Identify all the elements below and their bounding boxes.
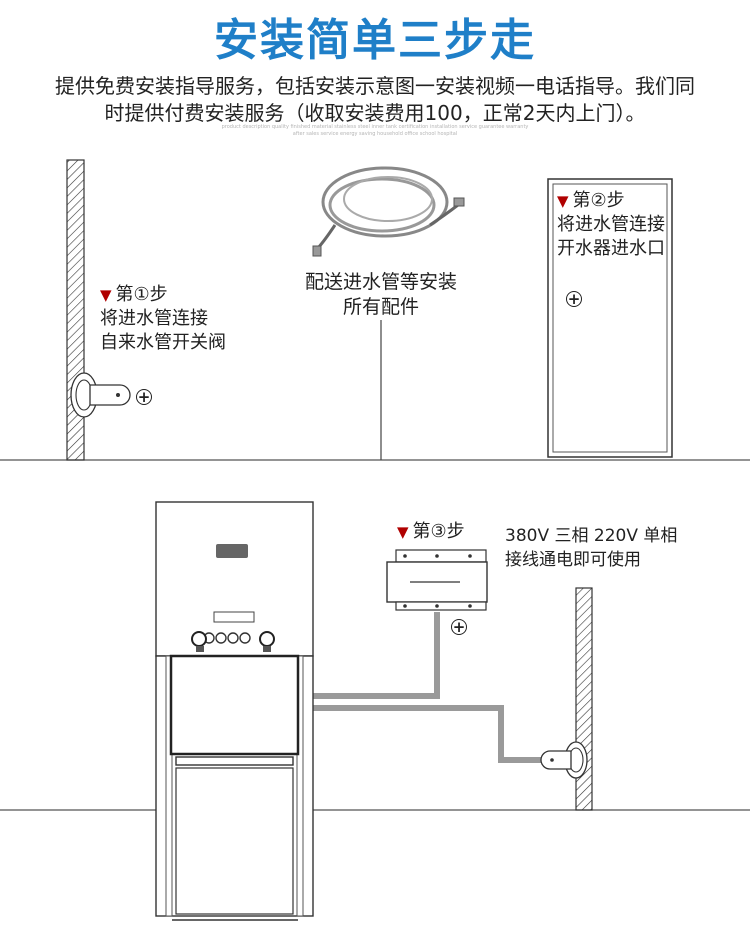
plus-circle-icon: + [451, 618, 467, 636]
fine-print-line-2: after sales service energy saving househ… [292, 131, 458, 137]
triangle-down-icon: ▼ [100, 286, 112, 304]
step2-line-1: 将进水管连接 [557, 214, 665, 235]
step1-heading: 第①步 [115, 284, 168, 305]
step1-line-2: 自来水管开关阀 [100, 332, 226, 353]
step2-label: ▼第②步 将进水管连接 开水器进水口 [557, 189, 665, 261]
page-title: 安装简单三步走 [214, 15, 536, 66]
boiler-cabinet [155, 501, 314, 921]
power-cable [312, 612, 555, 763]
fine-print-line-1: product description quality finished mat… [221, 124, 529, 130]
step1-heading-row: ▼第①步 [100, 283, 226, 307]
fine-print: product description quality finished mat… [0, 124, 750, 138]
step3-heading: 第③步 [412, 521, 465, 542]
tap-valve [70, 372, 131, 418]
plus-circle-icon: + [136, 388, 152, 406]
triangle-down-icon: ▼ [397, 523, 409, 541]
step2-line-2: 开水器进水口 [557, 238, 665, 259]
intro-line-1: 提供免费安装指导服务，包括安装示意图一安装视频一电话指导。我们同 [55, 74, 695, 98]
hose-caption: 配送进水管等安装 所有配件 [281, 270, 481, 320]
step3-label: ▼第③步 [397, 520, 465, 544]
hose-coil [312, 166, 465, 257]
triangle-down-icon: ▼ [557, 192, 569, 210]
plus-circle-icon: + [566, 290, 582, 308]
intro-line-2: 时提供付费安装服务（收取安装费用100，正常2天内上门）。 [104, 101, 646, 125]
power-line-1: 380V 三相 220V 单相 [505, 526, 678, 546]
step2-heading-row: ▼第②步 [557, 189, 665, 213]
step1-label: ▼第①步 将进水管连接 自来水管开关阀 [100, 283, 226, 355]
step2-heading: 第②步 [572, 190, 625, 211]
power-note: 380V 三相 220V 单相 接线通电即可使用 [505, 524, 677, 572]
hose-caption-line-2: 所有配件 [342, 296, 419, 318]
power-line-2: 接线通电即可使用 [505, 550, 641, 570]
hose-caption-line-1: 配送进水管等安装 [304, 271, 457, 293]
outlet-right [540, 741, 588, 779]
step1-line-1: 将进水管连接 [100, 308, 208, 329]
switch-box [386, 549, 488, 611]
water-heater-outline [547, 178, 673, 458]
